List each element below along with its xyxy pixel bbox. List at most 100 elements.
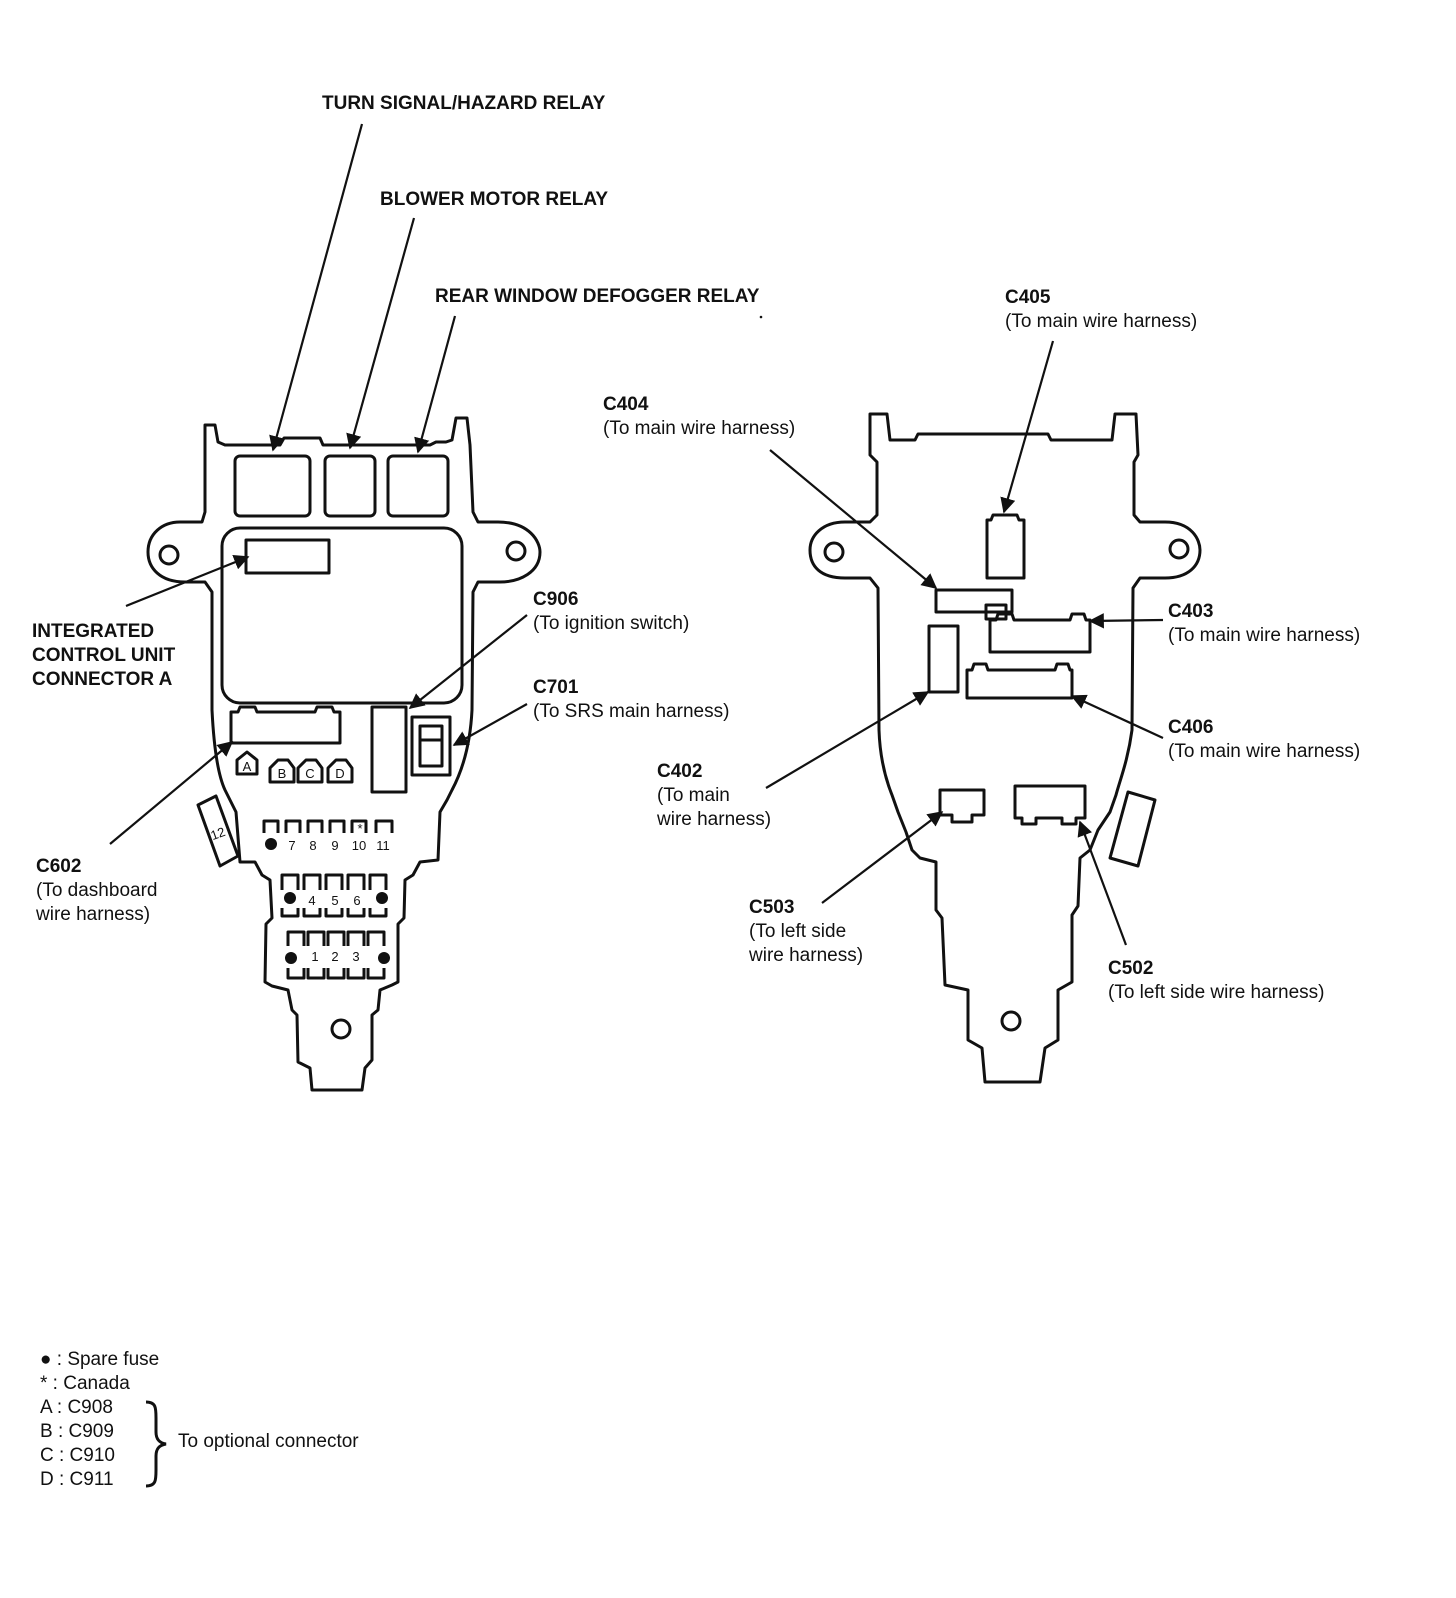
rear-box-outline — [808, 412, 1202, 1084]
c406-desc: (To main wire harness) — [1168, 741, 1361, 762]
fuse-row-1 — [262, 819, 394, 833]
rear-leader-lines — [765, 340, 1164, 946]
fuse-row-2 — [280, 873, 388, 918]
legend-c: C : C910 — [40, 1445, 115, 1466]
opt-b-letter: B — [278, 766, 287, 781]
leader-c503 — [821, 811, 944, 904]
c503-connector — [938, 788, 986, 824]
c602-connector — [229, 705, 342, 745]
turn-signal-relay — [233, 454, 312, 518]
fuse-10-label: 10 — [352, 838, 366, 853]
fuse-2-label: 2 — [331, 949, 338, 964]
front-box-outline — [146, 416, 542, 1092]
legend-a: A : C908 — [40, 1397, 113, 1418]
leader-turn-signal — [269, 123, 364, 452]
c906-desc: (To ignition switch) — [533, 613, 690, 634]
label-c502: C502 (To left side wire harness) — [1108, 957, 1324, 1005]
c404-desc: (To main wire harness) — [603, 418, 796, 439]
leader-c402 — [765, 691, 930, 789]
opt-connector-b — [268, 758, 296, 784]
legend-spare-fuse: ● : Spare fuse — [40, 1349, 160, 1370]
opt-a-letter: A — [243, 759, 252, 774]
label-defogger-relay: REAR WINDOW DEFOGGER RELAY — [435, 286, 760, 307]
icu-line-1: INTEGRATED — [32, 621, 155, 642]
icu-connector-a — [244, 538, 331, 575]
legend: ● : Spare fuse * : Canada A : C908 B : C… — [40, 1348, 159, 1492]
c503-desc-2: wire harness) — [749, 945, 864, 966]
c602-code: C602 — [36, 856, 82, 877]
c406-code: C406 — [1168, 717, 1214, 738]
canada-mark: * — [357, 821, 362, 836]
c402-desc-1: (To main — [657, 785, 730, 806]
c701-desc: (To SRS main harness) — [533, 701, 730, 722]
leader-c502 — [1077, 820, 1128, 946]
blower-motor-relay — [323, 454, 377, 518]
fuse-7-label: 7 — [288, 838, 295, 853]
side-fuse-12 — [196, 794, 240, 868]
label-turn-signal-relay: TURN SIGNAL/HAZARD RELAY — [322, 93, 606, 114]
stray-mark — [759, 315, 763, 319]
c602-desc-1: (To dashboard — [36, 880, 158, 901]
fuse-6-label: 6 — [353, 893, 360, 908]
rear-side-connector — [1108, 790, 1157, 868]
c502-connector — [1013, 784, 1087, 826]
leader-c701 — [452, 703, 528, 746]
opt-c-letter: C — [305, 766, 314, 781]
c701-code: C701 — [533, 677, 579, 698]
opt-connector-d — [326, 758, 354, 784]
fuse-numbers: 7 8 9 10 11 * 4 5 6 1 2 3 12 A B C D — [208, 759, 389, 964]
c403-connector — [988, 612, 1092, 654]
fuse-5-label: 5 — [331, 893, 338, 908]
front-fuse-box — [146, 416, 542, 1092]
c405-connector — [985, 513, 1026, 580]
fuse-12-label: 12 — [208, 824, 227, 843]
label-icu-connector-a: INTEGRATED CONTROL UNIT CONNECTOR A — [32, 620, 175, 692]
c402-code: C402 — [657, 761, 703, 782]
leader-c403 — [1088, 613, 1164, 629]
fuse-8-label: 8 — [309, 838, 316, 853]
c503-desc-1: (To left side — [749, 921, 847, 942]
icu-line-3: CONNECTOR A — [32, 669, 173, 690]
c502-code: C502 — [1108, 958, 1154, 979]
leader-c406 — [1070, 694, 1164, 739]
fuse-4-label: 4 — [308, 893, 315, 908]
c402-desc-2: wire harness) — [657, 809, 772, 830]
c403-code: C403 — [1168, 601, 1214, 622]
legend-canada: * : Canada — [40, 1373, 130, 1394]
label-c405: C405 (To main wire harness) — [1005, 286, 1197, 334]
c701-connector — [410, 715, 452, 777]
label-c503: C503 (To left side wire harness) — [749, 896, 863, 968]
leader-c405 — [1000, 340, 1055, 514]
label-c404: C404 (To main wire harness) — [603, 393, 795, 441]
opt-connector-a — [235, 750, 259, 776]
c405-desc: (To main wire harness) — [1005, 311, 1198, 332]
c406-connector — [965, 662, 1074, 700]
label-blower-motor-relay: BLOWER MOTOR RELAY — [380, 189, 609, 210]
label-c403: C403 (To main wire harness) — [1168, 600, 1360, 648]
c906-code: C906 — [533, 589, 579, 610]
legend-d: D : C911 — [40, 1469, 114, 1490]
fuse-9-label: 9 — [331, 838, 338, 853]
legend-brace — [145, 1400, 167, 1488]
c602-desc-2: wire harness) — [36, 904, 151, 925]
label-c406: C406 (To main wire harness) — [1168, 716, 1360, 764]
fuse-1-label: 1 — [311, 949, 318, 964]
c502-desc: (To left side wire harness) — [1108, 982, 1325, 1003]
leader-c602 — [109, 741, 234, 845]
defogger-relay — [386, 454, 450, 518]
c906-connector — [370, 705, 408, 794]
fuse-11-label: 11 — [376, 838, 390, 853]
opt-connector-c — [296, 758, 324, 784]
label-c701: C701 (To SRS main harness) — [533, 676, 729, 724]
leader-icu — [125, 555, 250, 608]
c404-code: C404 — [603, 394, 649, 415]
c503-code: C503 — [749, 897, 795, 918]
opt-d-letter: D — [335, 766, 344, 781]
c404-connector — [934, 588, 1014, 614]
leader-blower — [346, 217, 416, 450]
c402-connector — [927, 624, 960, 694]
spare-fuse-dots — [265, 838, 390, 964]
icu-line-2: CONTROL UNIT — [32, 645, 176, 666]
legend-optional-connector: To optional connector — [178, 1431, 359, 1452]
